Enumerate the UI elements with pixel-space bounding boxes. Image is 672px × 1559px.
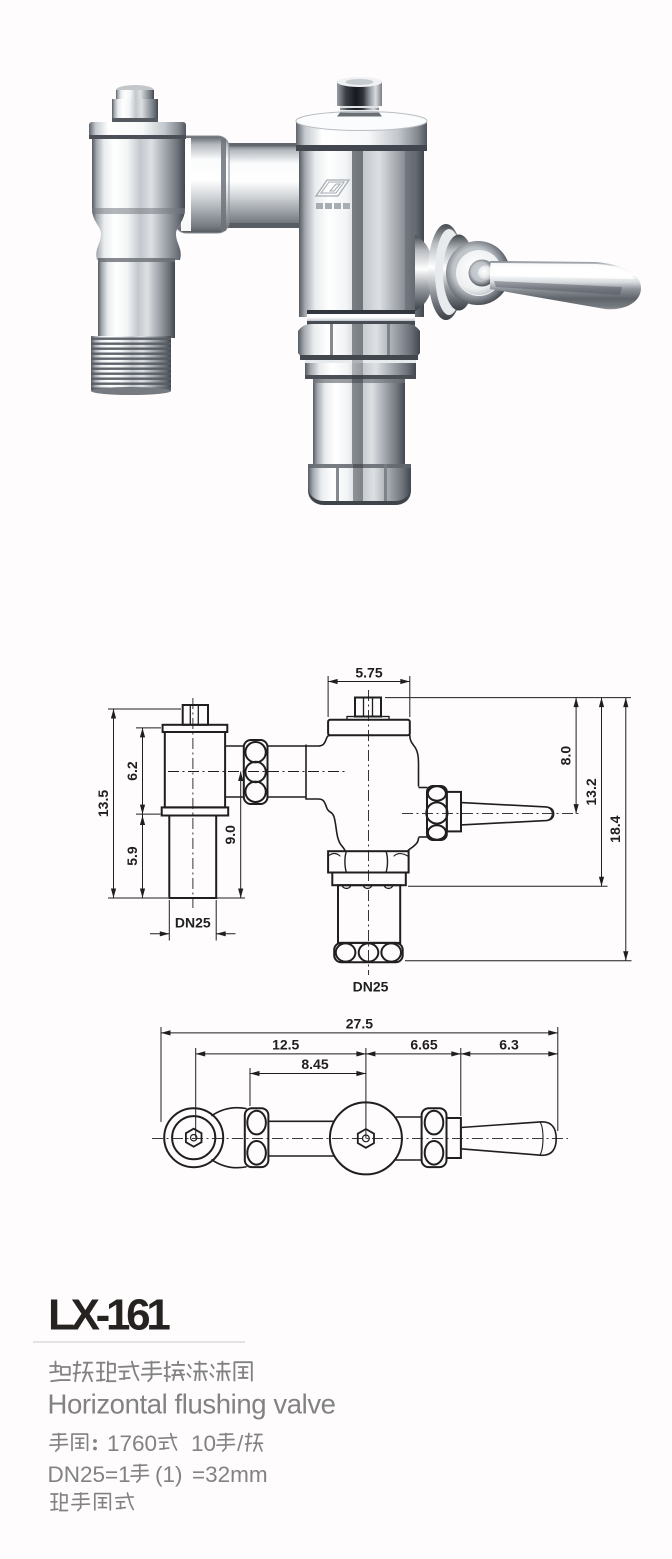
svg-text:1760: 1760 — [107, 1431, 157, 1456]
svg-text:6.3: 6.3 — [499, 1037, 519, 1053]
svg-text:/: / — [237, 1431, 244, 1456]
svg-text:8.0: 8.0 — [558, 746, 574, 766]
svg-text:DN25: DN25 — [353, 979, 389, 995]
svg-text:18.4: 18.4 — [607, 815, 623, 842]
svg-text:DN25=1: DN25=1 — [48, 1462, 131, 1487]
svg-text:LX-161: LX-161 — [48, 1291, 170, 1340]
svg-text:13.2: 13.2 — [583, 778, 599, 805]
svg-text:=32mm: =32mm — [192, 1462, 268, 1487]
svg-text:6.65: 6.65 — [410, 1037, 437, 1053]
svg-text:5.75: 5.75 — [355, 665, 382, 681]
svg-text:Horizontal flushing valve: Horizontal flushing valve — [48, 1389, 336, 1420]
svg-text:27.5: 27.5 — [346, 1016, 373, 1032]
svg-text:6.2: 6.2 — [124, 761, 140, 781]
svg-text:9.0: 9.0 — [222, 825, 238, 845]
svg-text:10: 10 — [191, 1431, 216, 1456]
svg-text:(1): (1) — [155, 1462, 183, 1487]
svg-text:12.5: 12.5 — [272, 1037, 299, 1053]
svg-text:DN25: DN25 — [175, 915, 211, 931]
svg-text:13.5: 13.5 — [95, 790, 111, 817]
svg-text:8.45: 8.45 — [301, 1056, 328, 1072]
svg-text:5.9: 5.9 — [124, 846, 140, 866]
